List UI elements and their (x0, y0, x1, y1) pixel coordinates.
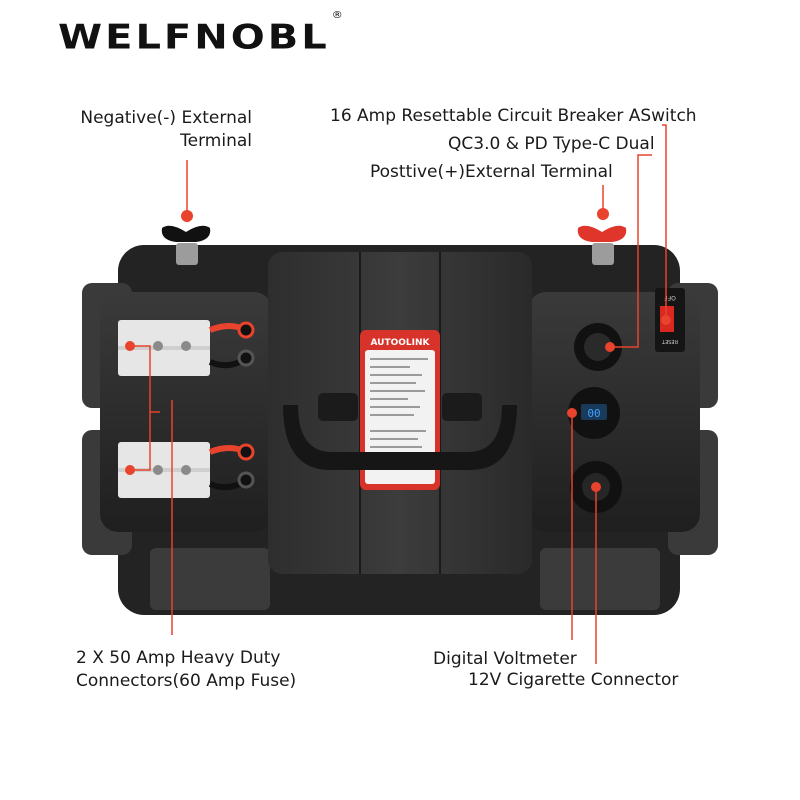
product-logo: AUTOOLINK (370, 338, 430, 348)
voltmeter: 00 (568, 387, 620, 439)
negative-terminal (161, 225, 211, 265)
positive-terminal-label: Posttive(+)External Terminal (370, 162, 613, 182)
registered-mark: ® (331, 9, 346, 21)
brand-name: WELFNOBL (58, 18, 330, 58)
switch-off-label: OFF (664, 294, 676, 301)
connectors-label-line2: Connectors(60 Amp Fuse) (76, 671, 297, 691)
connectors-label-line1: 2 X 50 Amp Heavy Duty (76, 648, 281, 668)
callout-lines (130, 124, 667, 664)
carry-handle (283, 393, 517, 470)
positive-terminal (577, 225, 627, 265)
switch-reset-label: RESET (661, 338, 678, 344)
connectors-label: 2 X 50 Amp Heavy Duty Connectors(60 Amp … (76, 647, 296, 693)
usb-label: QC3.0 & PD Type-C Dual (448, 134, 655, 154)
brand-logo: WELFNOBL® (58, 9, 344, 58)
negative-label-line1: Negative(-) External (80, 108, 252, 128)
negative-terminal-label: Negative(-) External Terminal (76, 107, 252, 153)
cigarette-label: 12V Cigarette Connector (468, 670, 679, 690)
box-shell (82, 245, 718, 615)
breaker-label: 16 Amp Resettable Circuit Breaker ASwitc… (330, 106, 697, 126)
anderson-connector-bottom (118, 442, 255, 498)
svg-text:00: 00 (587, 407, 600, 420)
product-label-card: AUTOOLINK (360, 330, 440, 490)
callout-markers (125, 208, 671, 492)
voltmeter-label: Digital Voltmeter (433, 649, 577, 669)
negative-label-line2: Terminal (180, 131, 252, 151)
usb-port (574, 323, 622, 371)
anderson-connector-top (118, 320, 255, 376)
